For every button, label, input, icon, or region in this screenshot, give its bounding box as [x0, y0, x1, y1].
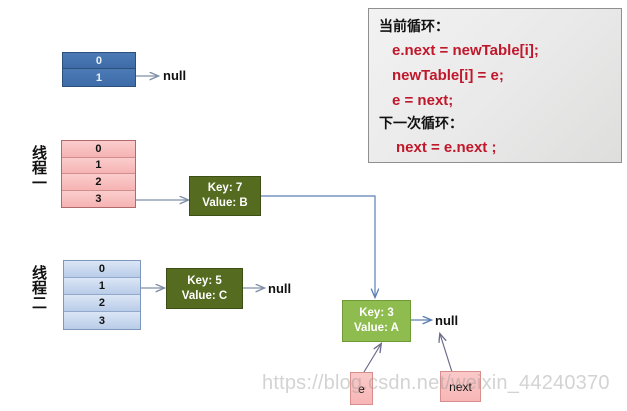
pointer-next[interactable]: next	[440, 371, 481, 402]
pointer-e[interactable]: e	[350, 372, 373, 405]
null-label-middle: null	[268, 281, 292, 296]
node-entry-key7[interactable]: Key: 7 Value: B	[189, 176, 261, 216]
pointer-e-label: e	[358, 381, 365, 396]
code-callout-box: 当前循环： e.next = newTable[i]; newTable[i] …	[368, 8, 622, 163]
current-loop-header: 当前循环：	[379, 19, 449, 35]
node-value-text: Value: C	[181, 289, 228, 302]
node-entry-key5[interactable]: Key: 5 Value: C	[166, 268, 243, 309]
table-cell[interactable]: 3	[64, 312, 140, 329]
table-cell[interactable]: 1	[64, 278, 140, 295]
table-cell[interactable]: 2	[64, 295, 140, 312]
current-loop-statement: e.next = newTable[i];	[392, 42, 539, 59]
watermark: https://blog.csdn.net/weixin_44240370	[262, 372, 610, 394]
wire-next-to-null	[440, 334, 453, 373]
node-key-text: Key: 7	[207, 182, 243, 194]
table-cell[interactable]: 0	[64, 261, 140, 278]
table-cell[interactable]: 0	[62, 141, 135, 158]
table-thread-one[interactable]: 0 1 2 3	[61, 140, 136, 208]
table-cell[interactable]: 1	[63, 69, 135, 86]
next-loop-header: 下一次循环：	[379, 116, 463, 132]
node-value-text: Value: A	[354, 322, 399, 334]
pointer-next-label: next	[449, 379, 472, 394]
node-key-text: Key: 5	[187, 274, 222, 287]
node-entry-key3[interactable]: Key: 3 Value: A	[342, 300, 411, 342]
table-thread-two[interactable]: 0 1 2 3	[63, 260, 141, 330]
null-label-top: null	[163, 68, 187, 83]
next-loop-statement: next = e.next ;	[396, 139, 497, 156]
thread-one-label: 线程一	[30, 145, 48, 190]
table-cell[interactable]: 2	[62, 174, 135, 191]
node-key-text: Key: 3	[359, 307, 394, 319]
current-loop-statement: e = next;	[392, 92, 454, 109]
node-value-text: Value: B	[202, 197, 248, 209]
table-cell[interactable]: 3	[62, 190, 135, 207]
wire-e-to-key3	[363, 344, 381, 373]
table-cell[interactable]: 1	[62, 157, 135, 174]
thread-two-label: 线程二	[30, 265, 48, 310]
table-cell[interactable]: 0	[63, 53, 135, 70]
current-loop-statement: newTable[i] = e;	[392, 67, 504, 84]
null-label-right: null	[435, 313, 459, 328]
table-new-table-top[interactable]: 0 1	[62, 52, 136, 87]
